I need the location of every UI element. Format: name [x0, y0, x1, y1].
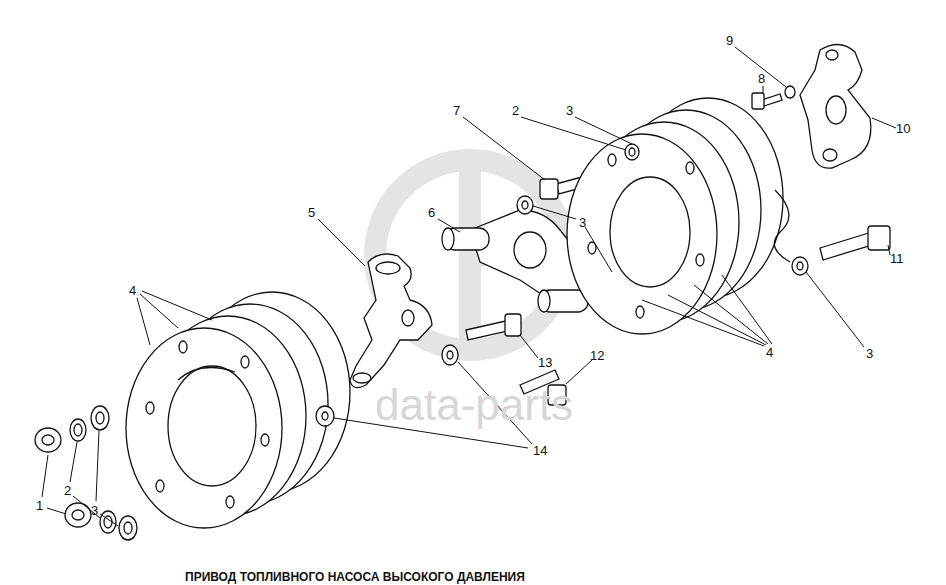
callout-number: 2 — [64, 484, 71, 497]
leader-lines — [42, 47, 896, 526]
logo-watermark — [375, 160, 565, 350]
callout-number: 13 — [538, 356, 552, 369]
callout-number: 11 — [890, 252, 904, 265]
diagram-title: ПРИВОД ТОПЛИВНОГО НАСОСА ВЫСОКОГО ДАВЛЕН… — [185, 570, 525, 584]
callout-number: 12 — [590, 349, 604, 362]
watermark: data-parts — [375, 383, 573, 427]
callout-number: 3 — [91, 504, 98, 517]
callout-number: 4 — [766, 346, 773, 359]
callout-number: 3 — [566, 104, 573, 117]
left-flange-stack — [126, 292, 350, 528]
callout-number: 9 — [726, 34, 733, 47]
left-fasteners — [35, 406, 137, 540]
right-fasteners — [752, 44, 890, 275]
callout-number: 4 — [129, 284, 136, 297]
callout-number: 10 — [896, 122, 910, 135]
bracket-5 — [350, 254, 432, 388]
callout-number: 14 — [533, 444, 547, 457]
callout-number: 7 — [453, 104, 460, 117]
callout-number: 6 — [428, 206, 435, 219]
callout-number: 3 — [579, 216, 586, 229]
callout-number: 1 — [36, 499, 43, 512]
callout-number: 3 — [866, 347, 873, 360]
callout-number: 2 — [512, 104, 519, 117]
callout-number: 8 — [758, 72, 765, 85]
callout-number: 5 — [308, 206, 315, 219]
